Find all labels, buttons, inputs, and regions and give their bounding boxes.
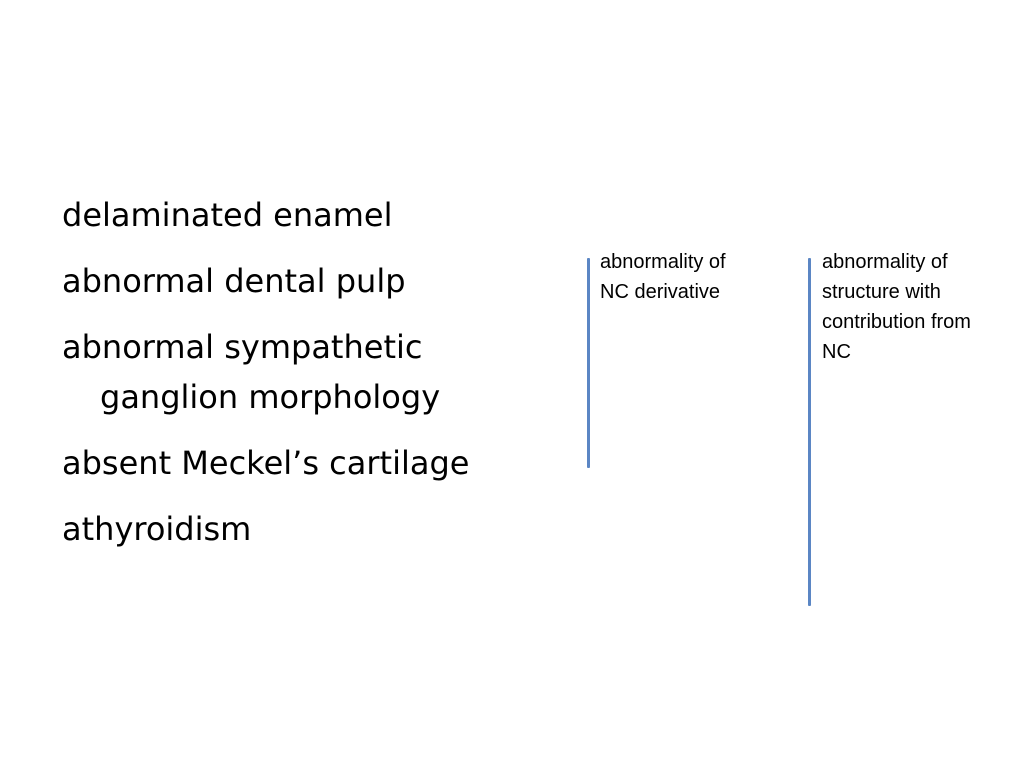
column-divider-nc-derivative [587,258,590,468]
term-item: abnormal dental pulp [62,262,406,300]
column-label-nc-derivative: abnormality of NC derivative [600,251,726,303]
column-divider-nc-contribution [808,258,811,606]
term-item: athyroidism [62,510,252,548]
column-label-nc-contribution: abnormality of structure with contributi… [822,251,971,363]
term-item: delaminated enamel [62,196,393,234]
phenotype-term-list: delaminated enamel abnormal dental pulp … [62,190,562,570]
term-item: absent Meckel’s cartilage [62,444,470,482]
term-item: abnormal sympathetic ganglion morphology [62,328,441,416]
